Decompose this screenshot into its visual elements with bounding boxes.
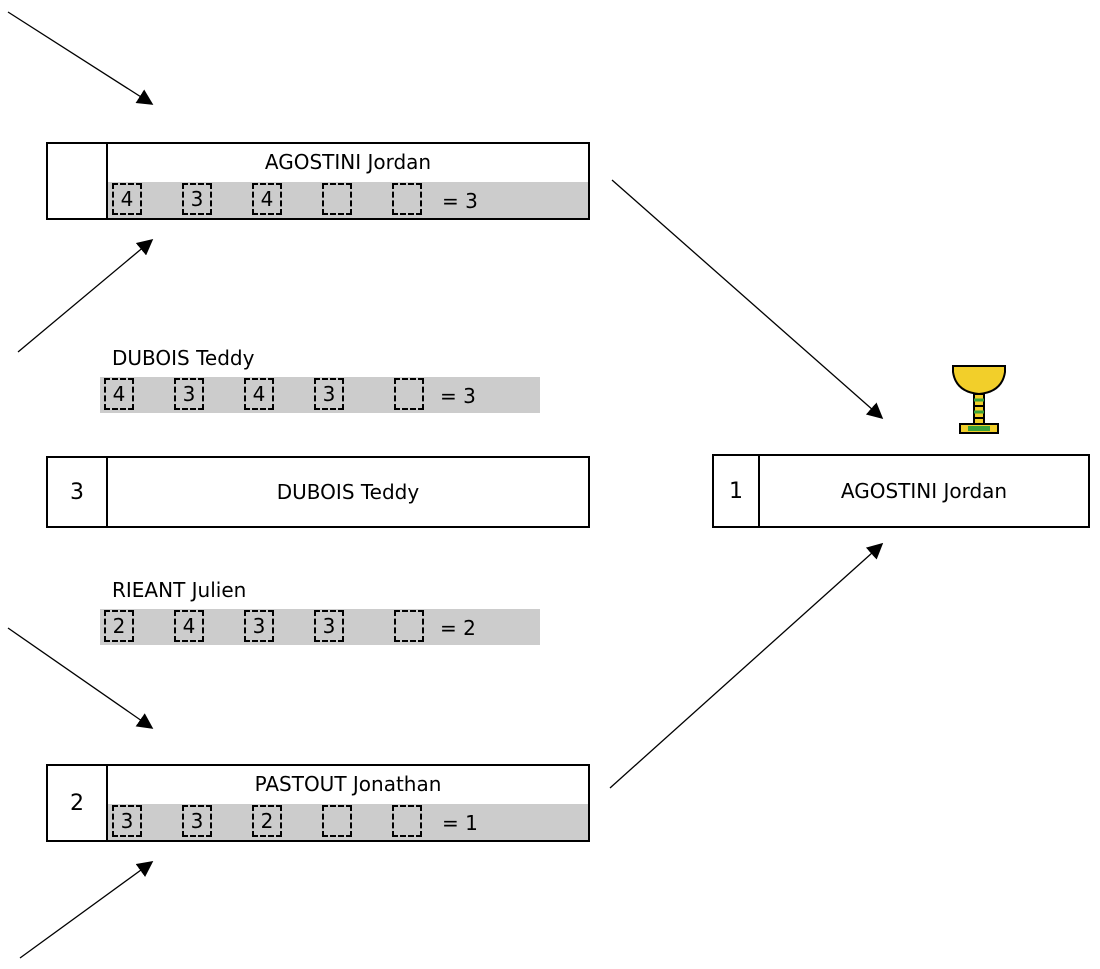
slot-rank: 2	[48, 766, 108, 840]
winner-rank: 1	[714, 456, 760, 526]
score-bar: 4 3 4 3 = 3	[100, 377, 540, 413]
match-total: = 3	[442, 189, 478, 213]
slot-box-top: AGOSTINI Jordan 4 3 4 = 3	[46, 142, 590, 220]
slot-rank	[48, 144, 108, 218]
set-score	[394, 378, 424, 410]
slot-player-name: AGOSTINI Jordan	[264, 150, 432, 174]
match-total: = 2	[440, 616, 476, 640]
third-place-rank: 3	[48, 458, 108, 526]
set-score: 2	[252, 805, 282, 837]
set-score: 4	[244, 378, 274, 410]
arrow-into-bottom-slot-upper	[7, 627, 154, 729]
set-score	[392, 805, 422, 837]
arrow-top-to-winner	[611, 179, 884, 420]
set-score: 3	[174, 378, 204, 410]
set-score: 4	[104, 378, 134, 410]
arrow-into-bottom-slot-lower	[19, 861, 154, 959]
arrow-into-top-slot-upper	[7, 11, 154, 105]
slot-player-name: PASTOUT Jonathan	[254, 772, 442, 796]
arrow-bottom-to-winner	[609, 542, 884, 789]
arrow-into-top-slot-lower	[17, 238, 154, 353]
score-bar: 2 4 3 3 = 2	[100, 609, 540, 645]
set-score: 3	[182, 805, 212, 837]
match-total: = 1	[442, 811, 478, 835]
winner-box: 1 AGOSTINI Jordan	[712, 454, 1090, 528]
score-bar: 4 3 4 = 3	[108, 182, 588, 218]
set-score: 3	[314, 378, 344, 410]
third-place-name: DUBOIS Teddy	[276, 480, 420, 504]
set-score: 3	[244, 610, 274, 642]
set-score: 3	[314, 610, 344, 642]
match-total: = 3	[440, 384, 476, 408]
set-score: 4	[174, 610, 204, 642]
set-score	[322, 183, 352, 215]
score-bar: 3 3 2 = 1	[108, 804, 588, 840]
slot-box-bottom: 2 PASTOUT Jonathan 3 3 2 = 1	[46, 764, 590, 842]
set-score	[322, 805, 352, 837]
winner-name: AGOSTINI Jordan	[840, 479, 1008, 503]
set-score: 3	[182, 183, 212, 215]
set-score: 2	[104, 610, 134, 642]
match-player-name: DUBOIS Teddy	[112, 346, 255, 370]
set-score: 4	[252, 183, 282, 215]
third-place-box: 3 DUBOIS Teddy	[46, 456, 590, 528]
match-player-name: RIEANT Julien	[112, 578, 247, 602]
set-score	[392, 183, 422, 215]
trophy-icon	[952, 365, 1006, 434]
set-score	[394, 610, 424, 642]
set-score: 4	[112, 183, 142, 215]
set-score: 3	[112, 805, 142, 837]
